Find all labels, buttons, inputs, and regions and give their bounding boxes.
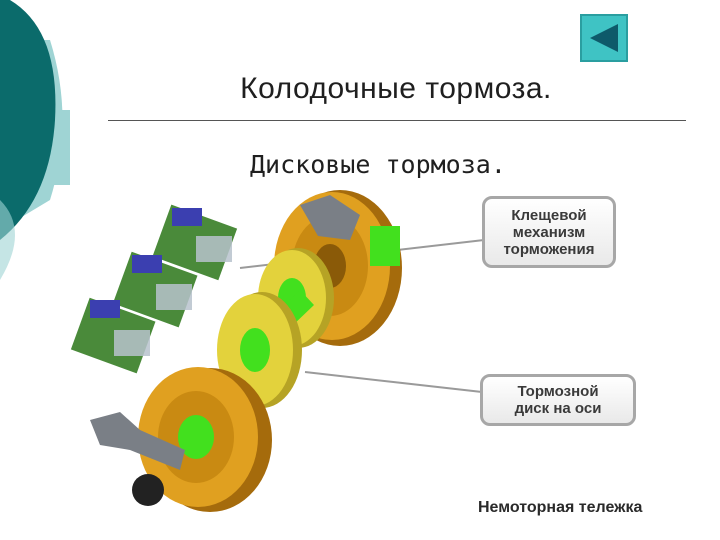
front-wheel xyxy=(138,367,272,512)
caliper-callout: Клещевой механизм торможения xyxy=(482,196,616,268)
triangle-left-icon xyxy=(590,24,618,52)
title-divider xyxy=(108,120,686,121)
brake-calipers xyxy=(70,204,238,374)
axle-box-arms xyxy=(90,195,400,506)
disc-callout: Тормозной диск на оси xyxy=(480,374,636,426)
bogie-illustration xyxy=(70,190,485,512)
decorative-corner-shapes xyxy=(0,0,70,280)
slide-title: Колодочные тормоза. xyxy=(240,72,552,105)
slide-subtitle: Дисковые тормоза. xyxy=(250,150,506,179)
illustration-caption: Немоторная тележка xyxy=(478,499,643,516)
back-button[interactable] xyxy=(580,14,628,62)
